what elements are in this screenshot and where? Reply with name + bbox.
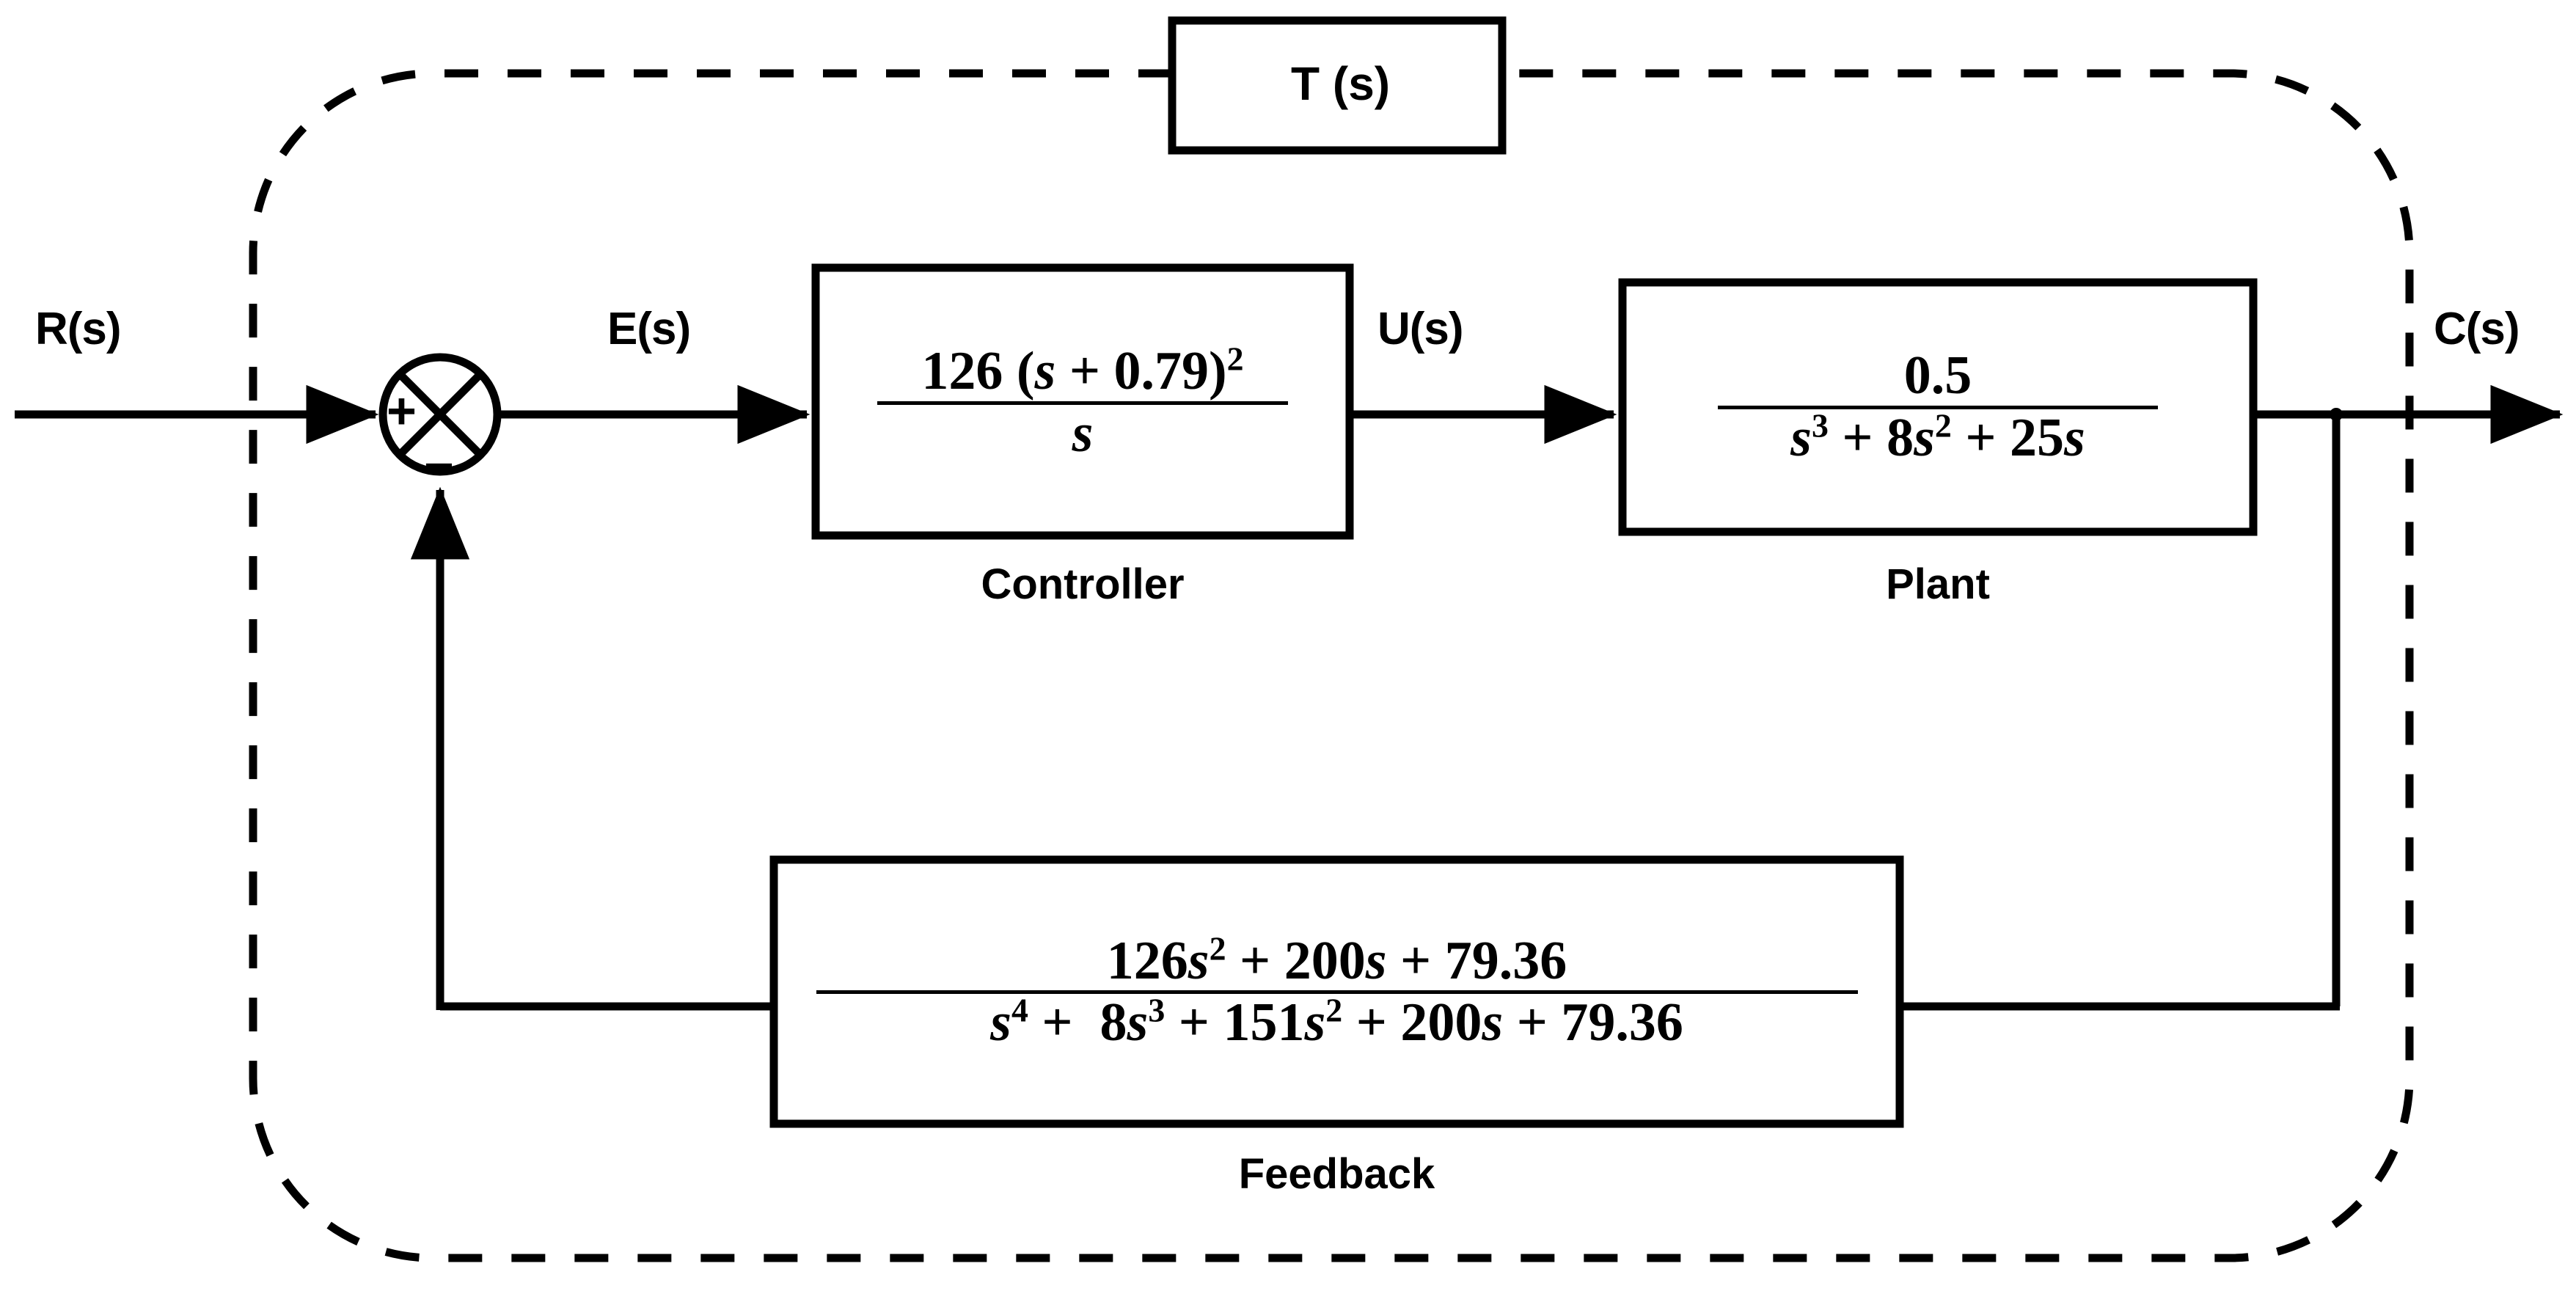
controller-caption: Controller — [981, 560, 1185, 608]
plant-numerator: 0.5 — [1903, 345, 1972, 406]
signal-label-error: E(s) — [607, 304, 691, 354]
feedback-numerator: 126s2 + 200s + 79.36 — [1106, 929, 1567, 991]
plant-caption: Plant — [1886, 560, 1990, 608]
signal-label-reference: R(s) — [35, 304, 122, 354]
signal-label-output: C(s) — [2434, 304, 2520, 354]
transfer-function-label: T (s) — [1291, 57, 1391, 110]
plant-fraction-bar — [1718, 405, 2158, 409]
signal-label-control: U(s) — [1377, 304, 1464, 354]
plant-transfer-function: 0.5 s3 + 8s2 + 25s — [1652, 308, 2224, 506]
controller-fraction-bar — [877, 401, 1288, 405]
controller-transfer-function: 126 (s + 0.79)2 s — [845, 307, 1320, 499]
controller-numerator: 126 (s + 0.79)2 — [921, 340, 1244, 402]
feedback-transfer-function: 126s2 + 200s + 79.36 s4 + 8s3 + 151s2 + … — [788, 891, 1885, 1093]
feedback-caption: Feedback — [1238, 1150, 1435, 1198]
controller-denominator: s — [1072, 403, 1094, 464]
system-boundary-dashed — [249, 69, 2414, 1262]
feedback-fraction-bar — [816, 990, 1858, 994]
plant-denominator: s3 + 8s2 + 25s — [1790, 406, 2085, 468]
transfer-function-box — [1168, 16, 1507, 155]
summing-junction-plus-sign: + — [387, 382, 417, 439]
feedback-denominator: s4 + 8s3 + 151s2 + 200s + 79.36 — [990, 991, 1683, 1053]
summing-junction-minus-sign: − — [424, 437, 454, 494]
summing-junction — [378, 353, 502, 476]
